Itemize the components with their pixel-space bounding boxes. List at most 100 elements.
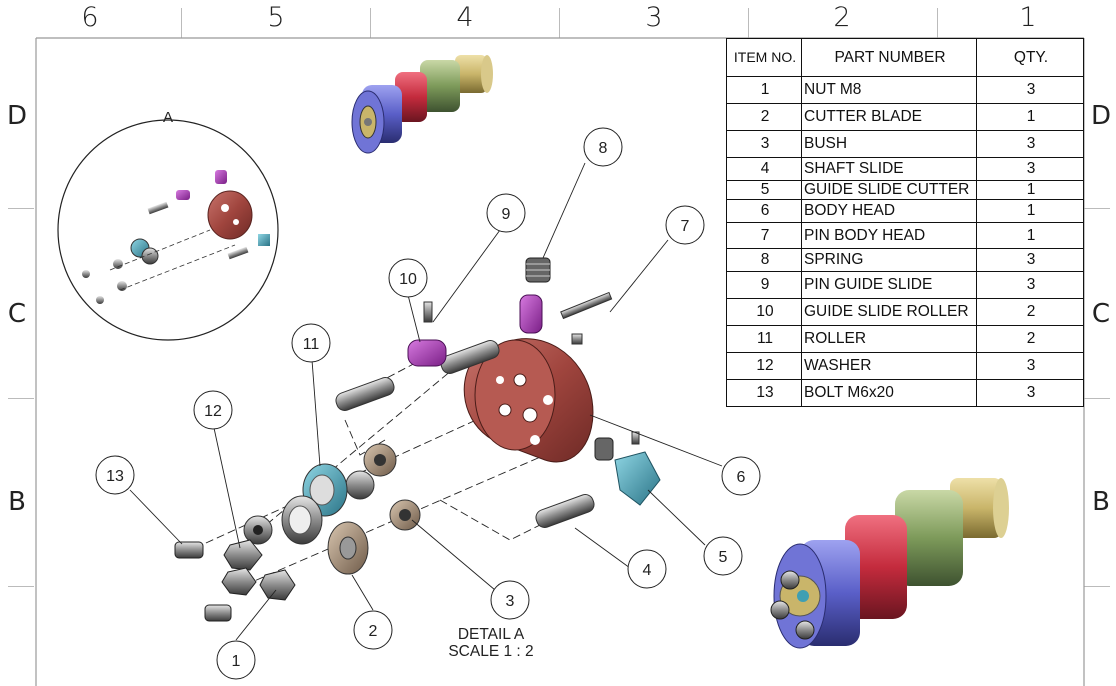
bom-cell-item: 6 xyxy=(726,199,802,223)
zone-divider xyxy=(937,8,938,38)
spring-part xyxy=(525,257,614,461)
balloon-3: 3 xyxy=(490,580,530,620)
balloon-7: 7 xyxy=(665,205,705,245)
bom-cell-part: GUIDE SLIDE ROLLER xyxy=(801,298,977,326)
bom-cell-qty: 3 xyxy=(976,248,1084,272)
bom-cell-qty: 3 xyxy=(976,157,1084,181)
zone-divider xyxy=(8,586,34,587)
nut-part xyxy=(223,539,263,571)
zone-divider xyxy=(8,398,34,399)
zone-row-b-right: B xyxy=(1092,487,1110,517)
guide-slide-roller-part xyxy=(407,339,447,367)
zone-col-1: 1 xyxy=(1019,2,1037,33)
bom-header-part: PART NUMBER xyxy=(801,38,977,77)
bom-cell-qty: 3 xyxy=(976,352,1084,380)
zone-divider xyxy=(181,8,182,38)
shaft-slide-part xyxy=(335,377,395,411)
bom-cell-part: BOLT M6x20 xyxy=(801,379,977,407)
bom-cell-item: 3 xyxy=(726,130,802,158)
svg-text:12: 12 xyxy=(204,403,222,420)
balloon-13: 13 xyxy=(95,455,135,495)
balloon-8: 8 xyxy=(583,127,623,167)
bom-cell-qty: 1 xyxy=(976,222,1084,249)
bom-cell-qty: 2 xyxy=(976,325,1084,353)
bom-cell-qty: 3 xyxy=(976,130,1084,158)
bom-cell-item: 9 xyxy=(726,271,802,299)
svg-text:3: 3 xyxy=(506,593,515,610)
balloon-6: 6 xyxy=(721,456,761,496)
zone-row-c-left: C xyxy=(7,299,27,329)
roller-part xyxy=(281,463,348,545)
zone-col-5: 5 xyxy=(267,2,285,33)
zone-divider xyxy=(559,8,560,38)
bom-cell-part: ROLLER xyxy=(801,325,977,353)
bom-cell-qty: 2 xyxy=(976,298,1084,326)
assembly-view-top xyxy=(351,55,493,154)
svg-text:11: 11 xyxy=(303,336,320,353)
bom-cell-item: 10 xyxy=(726,298,802,326)
assembly-view-bottom xyxy=(770,478,1009,649)
bom-cell-item: 8 xyxy=(726,248,802,272)
zone-col-4: 4 xyxy=(456,2,474,33)
svg-text:2: 2 xyxy=(369,623,378,640)
zone-row-d-left: D xyxy=(6,101,28,131)
balloons: 1 2 3 4 5 6 7 8 9 10 11 12 13 xyxy=(95,127,761,680)
bom-cell-part: PIN BODY HEAD xyxy=(801,222,977,249)
balloon-11: 11 xyxy=(291,323,331,363)
bom-cell-item: 7 xyxy=(726,222,802,249)
zone-divider xyxy=(748,8,749,38)
svg-text:5: 5 xyxy=(719,549,728,566)
bom-cell-part: GUIDE SLIDE CUTTER xyxy=(801,180,977,200)
svg-text:1: 1 xyxy=(232,653,241,670)
svg-text:6: 6 xyxy=(737,469,746,486)
bolt-part xyxy=(174,541,204,559)
zone-divider xyxy=(1084,208,1110,209)
zone-row-c-right: C xyxy=(1091,299,1111,329)
balloon-2: 2 xyxy=(353,610,393,650)
bom-cell-qty: 1 xyxy=(976,103,1084,131)
detail-title: DETAIL A xyxy=(457,626,525,643)
zone-row-d-right: D xyxy=(1090,101,1112,131)
bom-cell-part: SPRING xyxy=(801,248,977,272)
svg-text:7: 7 xyxy=(681,218,690,235)
bom-cell-part: BODY HEAD xyxy=(801,199,977,223)
detail-a-letter: A xyxy=(163,109,173,126)
balloon-10: 10 xyxy=(388,258,428,298)
leader-lines xyxy=(129,162,723,641)
detail-scale: SCALE 1 : 2 xyxy=(448,643,534,660)
bom-cell-item: 5 xyxy=(726,180,802,200)
bom-cell-item: 12 xyxy=(726,352,802,380)
svg-text:13: 13 xyxy=(106,468,124,485)
bom-cell-part: PIN GUIDE SLIDE xyxy=(801,271,977,299)
bom-cell-qty: 1 xyxy=(976,180,1084,200)
svg-text:9: 9 xyxy=(502,206,511,223)
zone-divider xyxy=(370,8,371,38)
zone-divider xyxy=(1084,586,1110,587)
zone-col-3: 3 xyxy=(645,2,663,33)
svg-text:4: 4 xyxy=(643,562,652,579)
body-head-part xyxy=(463,338,594,463)
zone-divider xyxy=(8,208,34,209)
bom-cell-item: 13 xyxy=(726,379,802,407)
balloon-1: 1 xyxy=(216,640,256,680)
guide-slide-roller-part-2 xyxy=(519,294,543,334)
bom-cell-part: CUTTER BLADE xyxy=(801,103,977,131)
bom-cell-item: 1 xyxy=(726,76,802,104)
pin-guide-slide-part xyxy=(423,301,433,323)
guide-slide-cutter-part xyxy=(614,451,661,506)
zone-col-6: 6 xyxy=(81,2,99,33)
shaft-slide-part-2 xyxy=(535,494,595,528)
bom-cell-item: 4 xyxy=(726,157,802,181)
detail-a-view: A xyxy=(57,109,279,341)
bom-cell-item: 11 xyxy=(726,325,802,353)
